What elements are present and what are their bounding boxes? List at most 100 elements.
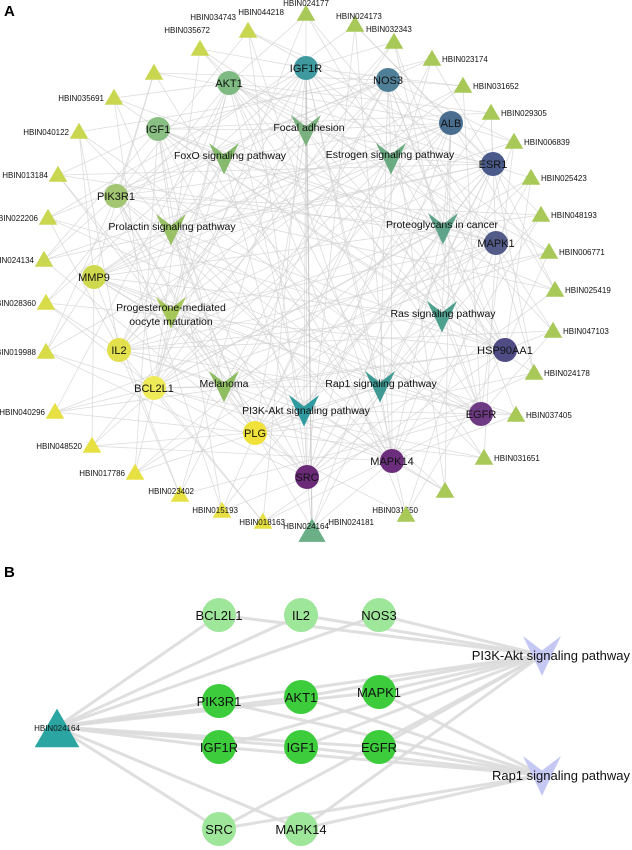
network-edge <box>153 48 201 389</box>
network-edge <box>247 30 452 124</box>
gene-node-alb <box>439 111 463 135</box>
network-edge <box>311 460 393 529</box>
network-edge <box>379 163 494 387</box>
network-edge <box>442 122 452 229</box>
compound-triangle-hbin024177 <box>296 4 316 21</box>
network-edge <box>492 163 556 291</box>
gene-node-igf1 <box>146 117 170 141</box>
network-edge <box>157 128 444 229</box>
network-edge <box>300 773 543 831</box>
pathway-node-pi3k-akt-signaling-pathway <box>289 395 319 427</box>
gene-label-mapk1: MAPK1 <box>477 238 514 250</box>
network-edge <box>115 195 444 229</box>
network-edge <box>247 30 393 462</box>
network-edge <box>43 122 452 261</box>
network-edge <box>306 227 444 478</box>
network-edge <box>223 385 393 462</box>
panel-a-edges <box>43 13 556 529</box>
compound-triangle-hbin023402 <box>170 485 190 502</box>
network-edge <box>221 476 308 512</box>
gene-label-mapk14: MAPK14 <box>370 456 413 468</box>
compound-label-hbin018163: HBIN018163 <box>239 518 285 527</box>
network-edge <box>118 349 264 523</box>
pathway-node-rap1-signaling-pathway <box>523 756 561 796</box>
network-edge <box>118 349 181 496</box>
network-edge <box>115 195 556 291</box>
gene-label-bcl2l1: BCL2L1 <box>196 608 243 623</box>
network-edge <box>93 276 172 313</box>
network-edge <box>56 613 380 729</box>
source-compound-triangle <box>34 708 80 748</box>
network-edge <box>54 387 155 413</box>
compound-label-hbin031652: HBIN031652 <box>473 82 519 91</box>
network-edge <box>223 157 506 351</box>
compound-label-hbin013184: HBIN013184 <box>2 171 48 180</box>
network-edge <box>492 163 535 374</box>
network-edge <box>45 351 308 478</box>
network-edge <box>179 413 482 496</box>
network-edge <box>390 157 482 415</box>
network-edge <box>115 195 225 387</box>
gene-node-pik3r1 <box>202 684 236 718</box>
gene-label-igf1: IGF1 <box>146 124 170 136</box>
network-edge <box>93 214 542 278</box>
compound-label-hbin006839: HBIN006839 <box>524 138 570 147</box>
compound-label-hbin044218: HBIN044218 <box>238 8 284 17</box>
network-edge <box>254 129 307 434</box>
pathway-node-melanoma <box>209 371 239 403</box>
network-edge <box>379 79 389 387</box>
pathway-node-rap1-signaling-pathway <box>365 371 395 403</box>
panel-b-edges <box>56 613 543 831</box>
network-edge <box>431 58 494 165</box>
network-edge <box>390 157 497 244</box>
compound-label-hbin025419: HBIN025419 <box>565 286 611 295</box>
network-edge <box>300 653 543 831</box>
pathway-label-prolactin-signaling-pathway: Prolactin signaling pathway <box>108 221 236 233</box>
network-edge <box>305 129 482 415</box>
network-edge <box>157 128 172 230</box>
pathway-label-rap1-signaling-pathway: Rap1 signaling pathway <box>325 378 437 390</box>
network-edge <box>56 725 220 831</box>
compound-triangle-hbin047103 <box>543 321 563 338</box>
gene-label-akt1: AKT1 <box>215 78 243 90</box>
network-edge <box>45 302 155 389</box>
network-edge <box>305 122 452 131</box>
network-edge <box>391 214 542 462</box>
compound-label-hbin032343: HBIN032343 <box>366 25 412 34</box>
compound-triangle-hbin023174 <box>422 49 442 66</box>
panel-a-label: A <box>4 3 15 20</box>
gene-node-nos3 <box>376 68 400 92</box>
network-edge <box>305 67 381 387</box>
network-edge <box>45 276 95 353</box>
gene-node-pik3r1 <box>104 184 128 208</box>
gene-node-plg <box>243 421 267 445</box>
network-edge <box>47 67 307 219</box>
compound-label-hbin029305: HBIN029305 <box>501 109 547 118</box>
network-edge <box>306 315 443 478</box>
network-edge <box>115 195 172 313</box>
compound-triangle-hbin029305 <box>481 103 501 120</box>
gene-label-igf1r: IGF1R <box>200 740 238 755</box>
network-edge <box>54 349 506 413</box>
network-edge <box>303 67 307 411</box>
network-edge <box>93 276 381 387</box>
network-edge <box>54 411 256 434</box>
network-edge <box>115 195 381 387</box>
compound-label-hbin040296: HBIN040296 <box>0 408 46 417</box>
network-edge <box>379 385 393 462</box>
compound-triangle-hbin035672 <box>144 63 164 80</box>
compound-triangle-hbin024134 <box>34 250 54 267</box>
gene-label-il2: IL2 <box>292 608 310 623</box>
compound-triangle-hbin028360 <box>36 293 56 310</box>
network-edge <box>170 82 230 313</box>
compound-label-hbin031651: HBIN031651 <box>494 454 540 463</box>
network-edge <box>170 82 230 230</box>
gene-label-plg: PLG <box>244 428 266 440</box>
network-edge <box>93 228 172 278</box>
compound-label-hbin048520: HBIN048520 <box>36 442 82 451</box>
network-edge <box>300 653 543 749</box>
gene-node-igf1r <box>202 730 236 764</box>
gene-node-il2 <box>107 338 131 362</box>
network-edge <box>306 372 535 478</box>
network-edge <box>262 413 482 523</box>
